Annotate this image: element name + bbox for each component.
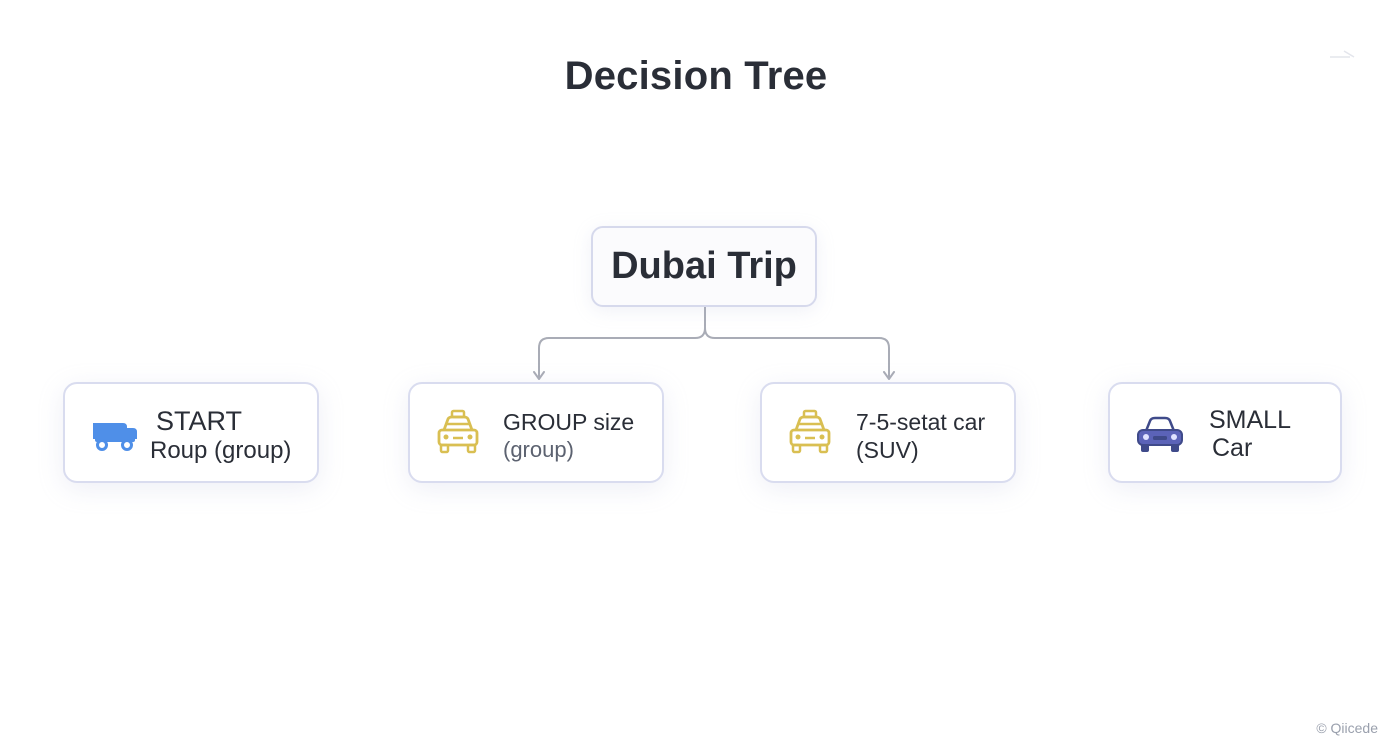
node-start-subtitle: Roup (group) [150,437,292,464]
node-start: START Roup (group) [63,382,319,483]
node-small-car: SMALL Car [1108,382,1342,483]
taxi-icon [782,406,838,462]
arrowhead-right [883,371,895,380]
root-node-label: Dubai Trip [611,245,797,287]
node-group-size-title: GROUP size [503,409,635,435]
node-seat-car-suv: 7-5-setat car (SUV) [760,382,1016,483]
node-group-size-subtitle: (group) [503,437,574,462]
node-start-title: START [156,406,243,436]
connector-right-branch [704,327,890,378]
node-small-car-subtitle: Car [1212,434,1253,462]
decorative-mark [1330,50,1355,58]
node-seat-car-title: 7-5-setat car [856,409,986,435]
car-icon [1132,406,1188,462]
node-seat-car-subtitle: (SUV) [856,437,919,463]
node-group-size: GROUP size (group) [408,382,664,483]
taxi-icon [430,406,486,462]
root-node-dubai-trip: Dubai Trip [591,226,817,307]
watermark: © Qiicede [1316,720,1378,736]
node-small-car-title: SMALL [1209,406,1291,434]
connector-trunk [694,307,706,339]
diagram-title: Decision Tree [564,54,828,98]
connector-left-branch [538,337,695,378]
arrowhead-left [533,371,545,380]
truck-icon [87,406,143,462]
